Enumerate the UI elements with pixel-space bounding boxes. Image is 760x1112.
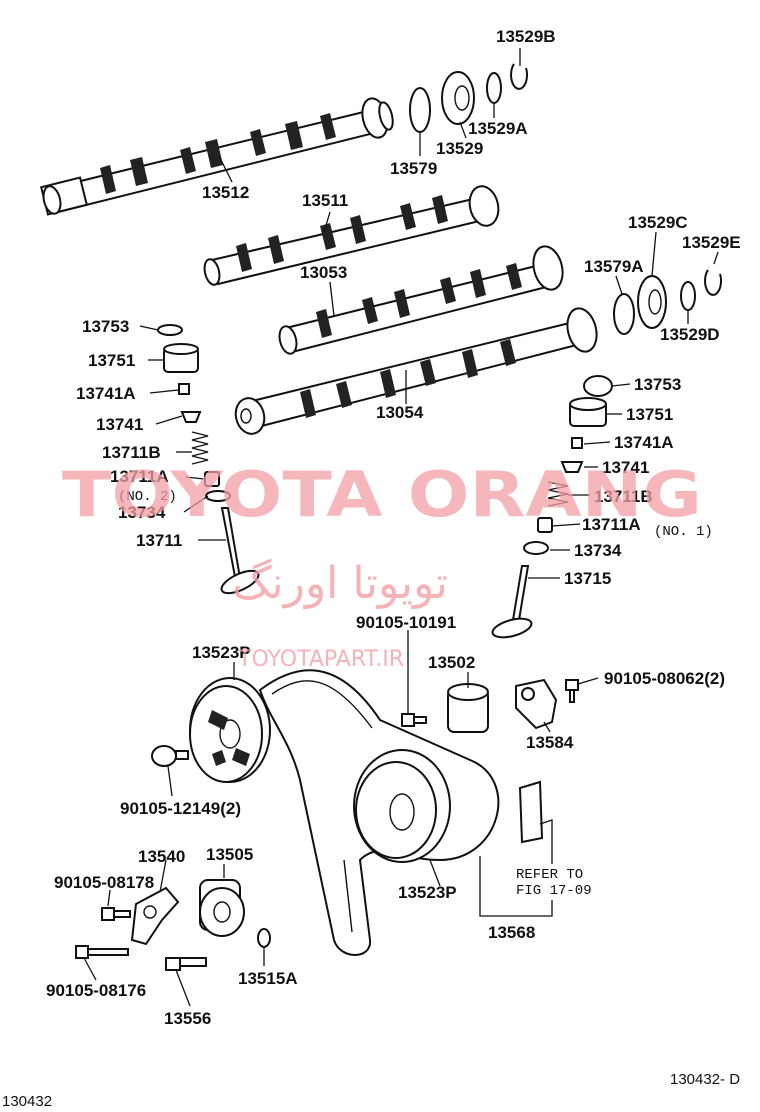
label-90105-08062: 90105-08062(2) [604,669,725,688]
camshaft-13511 [203,185,500,286]
label-refer-to: REFER TO [516,867,583,883]
label-13502: 13502 [428,653,475,672]
label-13512: 13512 [202,183,249,202]
camshaft-13054 [234,307,598,435]
reference-cover [518,780,544,844]
label-13579: 13579 [390,159,437,178]
label-13568: 13568 [488,923,535,942]
watermark-latin: TOYOTA ORANG [62,458,702,531]
footer-left: 130432 [2,1093,52,1110]
seat-13734-left [205,490,231,502]
label-13053: 13053 [300,263,347,282]
tensioner-pulley-13505 [199,879,245,937]
label-90105-12149: 90105-12149(2) [120,799,241,818]
label-13529B: 13529B [496,27,556,46]
spring-13711B-right [547,481,569,507]
label-13523P-top: 13523P [192,643,251,662]
label-13711A-left: 13711A [110,467,169,486]
lifter-13751-right [569,397,607,427]
bolt-90105-08176 [75,945,129,959]
seal-13711A-right [537,517,553,533]
lifter-13751-left [163,343,199,373]
label-13753-left: 13753 [82,317,129,336]
pulley-13523P-bottom [353,749,451,863]
keeper-13741A-right [571,437,583,449]
label-13711A-right: 13711A [582,515,641,534]
idler-13502 [447,683,489,733]
bolt-90105-08062 [565,679,579,703]
label-90105-10191: 90105-10191 [356,613,456,632]
spring-13529D [680,281,696,311]
spring-13529A [486,72,502,104]
shim-13753-left [157,324,183,336]
label-13751-left: 13751 [88,351,135,370]
bolt-90105-12149 [151,745,189,767]
washer-13515A [257,928,271,948]
bolt-90105-08178 [101,907,131,921]
valve-13715 [491,565,533,639]
valve-13711 [220,507,260,595]
camshaft-13512 [39,97,394,216]
camshaft-13053 [278,245,564,355]
label-13540: 13540 [138,847,185,866]
spring-13711B-left [191,431,209,465]
shim-13753-right [583,375,613,397]
keeper-13741A-left [178,383,190,395]
gear-13529C [637,275,667,329]
label-90105-08176: 90105-08176 [46,981,146,1000]
label-90105-08178: 90105-08178 [54,873,154,892]
footer-right: 130432- D [670,1071,740,1088]
label-13556: 13556 [164,1009,211,1028]
leader-lines [83,48,719,1007]
label-13529D: 13529D [660,325,720,344]
bracket-13584 [515,678,558,730]
seat-13734-right [523,541,549,555]
label-13515A: 13515A [238,969,298,988]
label-13579A: 13579A [584,257,644,276]
label-13741A-left: 13741A [76,384,136,403]
label-13529C: 13529C [628,213,688,232]
label-fig-17-09: FIG 17-09 [516,883,592,899]
label-13529: 13529 [436,139,483,158]
label-no2: (NO. 2) [118,489,177,505]
label-13584: 13584 [526,733,574,752]
seal-13711A-left [204,471,220,487]
label-13529E: 13529E [682,233,741,252]
label-13734-right: 13734 [574,541,622,560]
retainer-13741-left [180,411,202,423]
label-13511: 13511 [302,191,348,210]
clip-13529E [704,269,723,296]
gear-13529 [441,71,475,125]
watermark-arabic: تویوتا اورنگ [232,558,448,609]
label-13711: 13711 [136,531,182,550]
label-13734-left: 13734 [118,503,166,522]
label-no1: (NO. 1) [654,524,713,540]
snap-ring-13579 [409,87,431,133]
label-13741A-right: 13741A [614,433,674,452]
label-13523P-bottom: 13523P [398,883,457,902]
label-13711B-left: 13711B [102,443,161,462]
tensioner-13540 [130,886,180,946]
label-13741-left: 13741 [96,415,143,434]
clip-13529B [510,63,529,90]
label-13711B-right: 13711B [594,487,653,506]
pulley-13523P-top [189,677,271,783]
retainer-13741-right [560,461,584,473]
label-13505: 13505 [206,845,253,864]
label-13715: 13715 [564,569,611,588]
stud-13556 [165,957,207,971]
label-13529A: 13529A [468,119,528,138]
snap-ring-13579A [613,293,635,335]
valve-stack-right [491,375,613,639]
bolt-90105-10191 [401,713,427,727]
label-13054: 13054 [376,403,424,422]
label-13751-right: 13751 [626,405,673,424]
watermark-site: TOYOTAPART.IR [237,647,404,672]
label-13753-right: 13753 [634,375,681,394]
label-13741-right: 13741 [602,458,649,477]
